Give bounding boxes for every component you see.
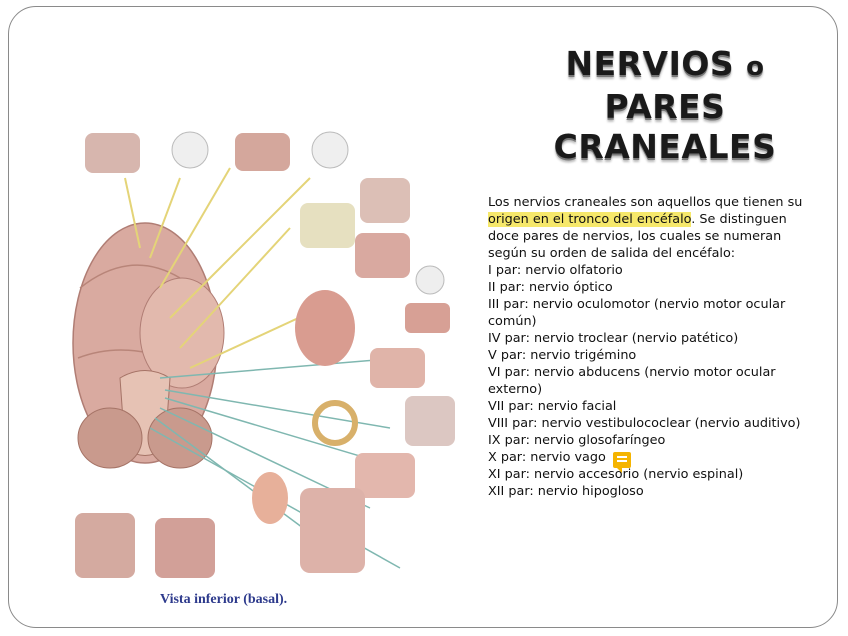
highlighted-text: origen en el tronco del encéfalo: [488, 212, 691, 227]
comment-icon[interactable]: [613, 452, 631, 468]
intro-paragraph: Los nervios craneales son aquellos que t…: [488, 194, 818, 262]
pair-item: VII par: nervio facial: [488, 398, 818, 415]
pair-item: III par: nervio oculomotor (nervio motor…: [488, 296, 818, 330]
figure-caption: Vista inferior (basal).: [160, 592, 287, 608]
pair-item: I par: nervio olfatorio: [488, 262, 818, 279]
pair-item: V par: nervio trigémino: [488, 347, 818, 364]
pair-item: X par: nervio vago: [488, 449, 818, 466]
slide-title: NERVIOS o PARES CRANEALES: [500, 44, 830, 167]
pair-item: IV par: nervio troclear (nervio patético…: [488, 330, 818, 347]
pair-item: II par: nervio óptico: [488, 279, 818, 296]
pair-item: VI par: nervio abducens (nervio motor oc…: [488, 364, 818, 398]
pair-item: XII par: nervio hipogloso: [488, 483, 818, 500]
slide-body: Los nervios craneales son aquellos que t…: [488, 194, 818, 500]
pair-item: XI par: nervio accesorio (nervio espinal…: [488, 466, 818, 483]
pair-item: IX par: nervio glosofaríngeo: [488, 432, 818, 449]
cranial-nerves-illustration: [70, 128, 465, 590]
pair-item: VIII par: nervio vestibulococlear (nervi…: [488, 415, 818, 432]
